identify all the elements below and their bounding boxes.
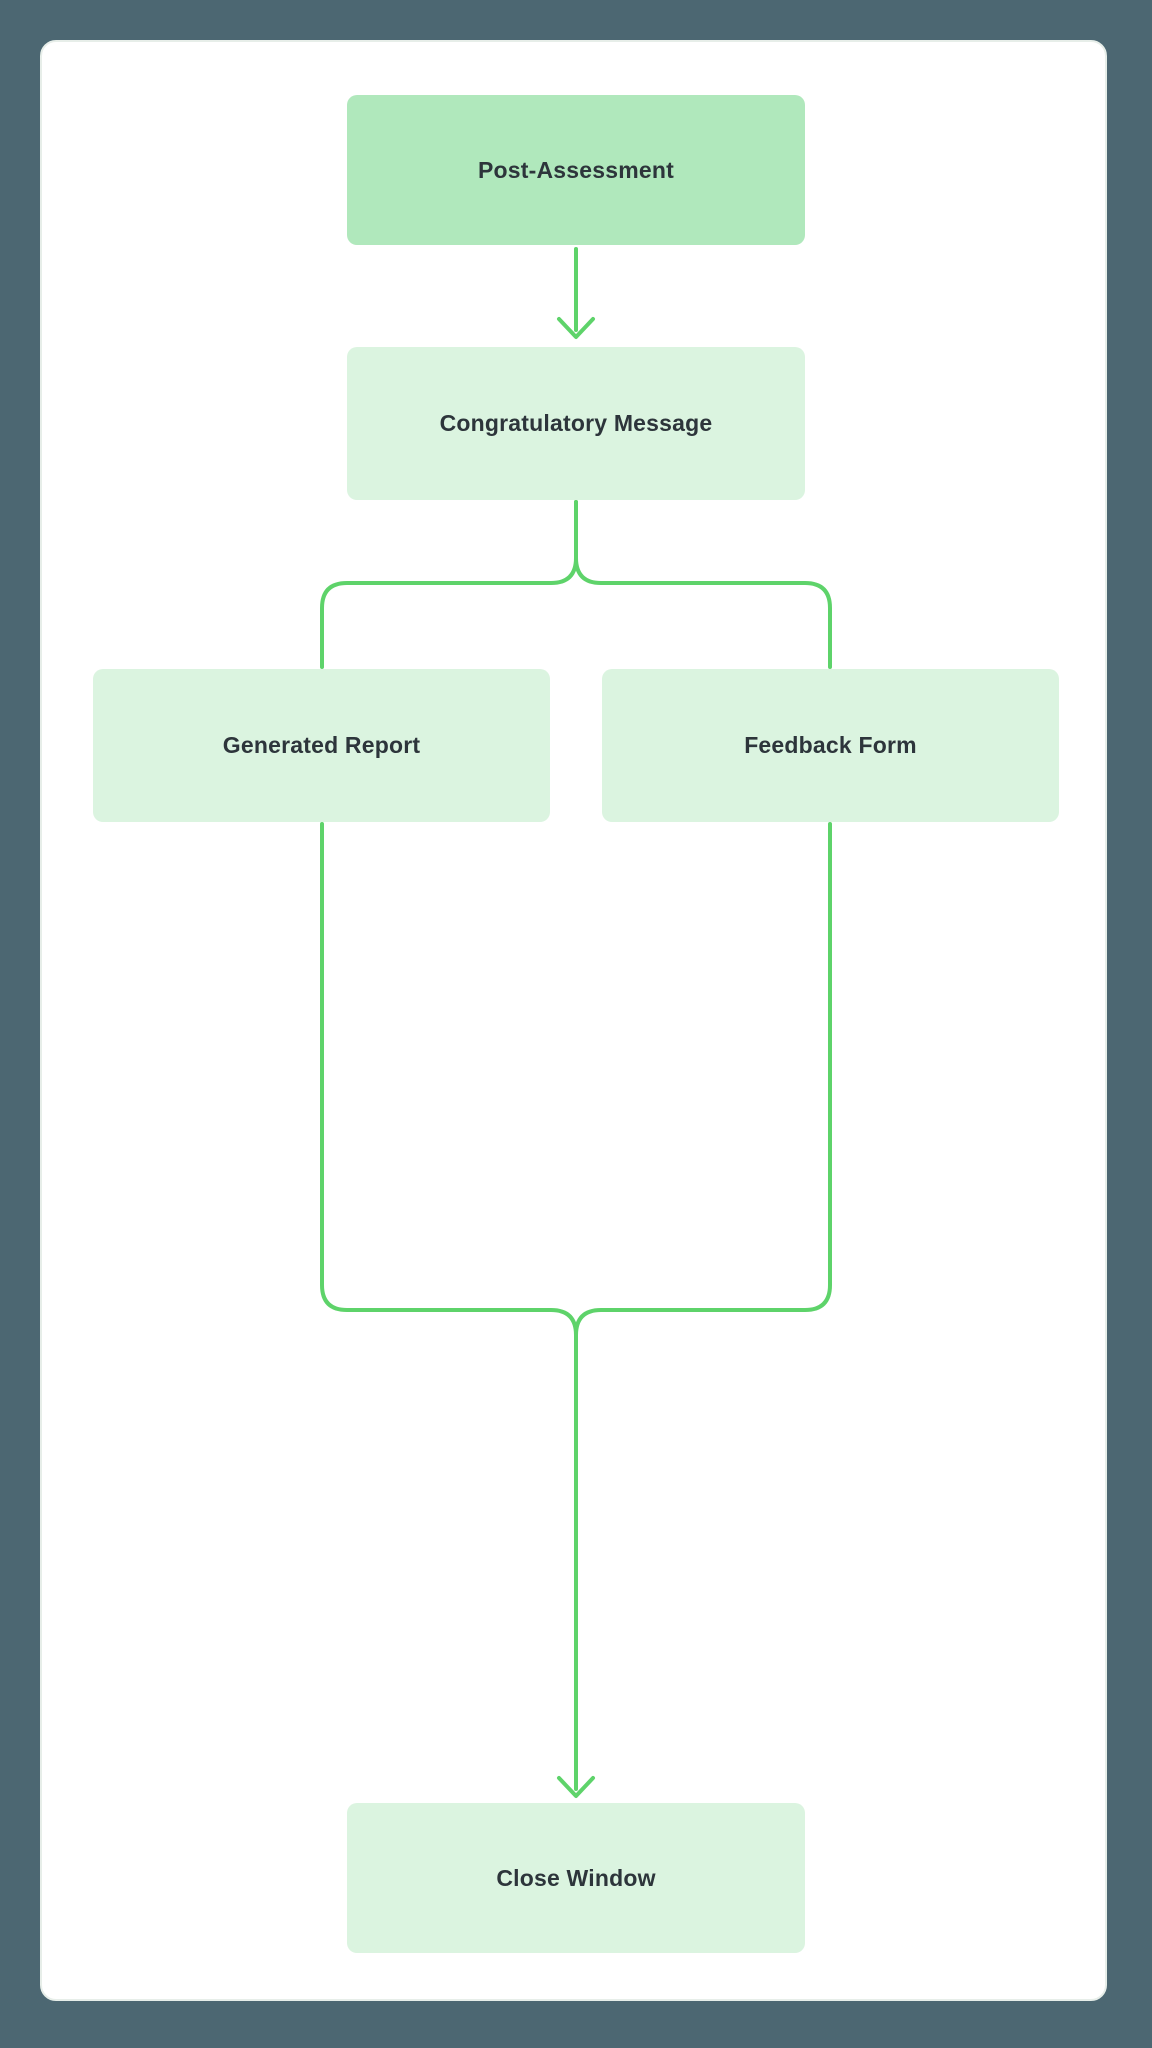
- flow-node-post-assessment: Post-Assessment: [347, 95, 805, 245]
- node-label-generated-report: Generated Report: [222, 732, 421, 758]
- node-label-close-window: Close Window: [496, 1864, 656, 1891]
- flow-node-congratulatory-message: Congratulatory Message: [347, 347, 805, 500]
- flow-node-generated-report: Generated Report: [93, 669, 550, 822]
- flow-node-close-window: Close Window: [347, 1803, 805, 1953]
- node-label-post-assessment: Post-Assessment: [477, 156, 675, 183]
- flowchart-card: [40, 40, 1107, 2001]
- node-label-congratulatory-message: Congratulatory Message: [439, 410, 713, 436]
- flow-node-feedback-form: Feedback Form: [602, 669, 1059, 822]
- node-label-feedback-form: Feedback Form: [744, 732, 917, 758]
